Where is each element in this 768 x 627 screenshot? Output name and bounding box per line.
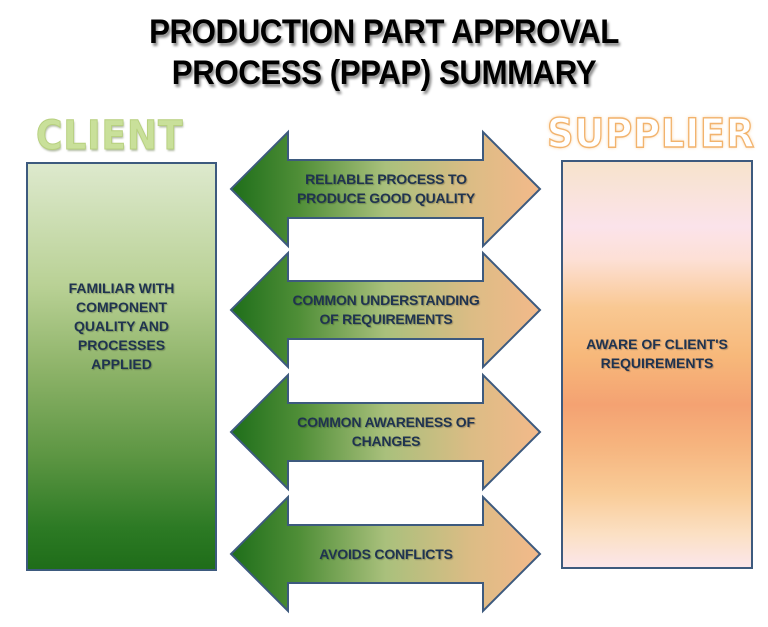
arrow-label-3: COMMON AWARENESS OF CHANGES — [297, 414, 475, 449]
client-box: FAMILIAR WITH COMPONENT QUALITY AND PROC… — [26, 162, 217, 571]
title-line-2: PROCESS (PPAP) SUMMARY — [171, 54, 597, 92]
supplier-box: AWARE OF CLIENT'S REQUIREMENTS — [561, 160, 753, 569]
arrow-label-4: AVOIDS CONFLICTS — [319, 545, 453, 562]
supplier-description: AWARE OF CLIENT'S REQUIREMENTS — [586, 335, 728, 371]
client-description: FAMILIAR WITH COMPONENT QUALITY AND PROC… — [68, 280, 175, 372]
arrow-label-2: COMMON UNDERSTANDING OF REQUIREMENTS — [292, 292, 480, 327]
supplier-heading: SUPPLIER — [546, 111, 756, 157]
client-heading: CLIENT — [36, 113, 184, 159]
double-arrow-2 — [229, 250, 542, 370]
arrow-label-1: RELIABLE PROCESS TO PRODUCE GOOD QUALITY — [296, 171, 475, 206]
double-arrow-1 — [229, 129, 542, 249]
double-arrow-3 — [229, 372, 542, 492]
page-title: PRODUCTION PART APPROVAL PROCESS (PPAP) … — [31, 12, 738, 94]
title-line-1: PRODUCTION PART APPROVAL — [149, 13, 619, 51]
double-arrow-4 — [229, 494, 542, 614]
